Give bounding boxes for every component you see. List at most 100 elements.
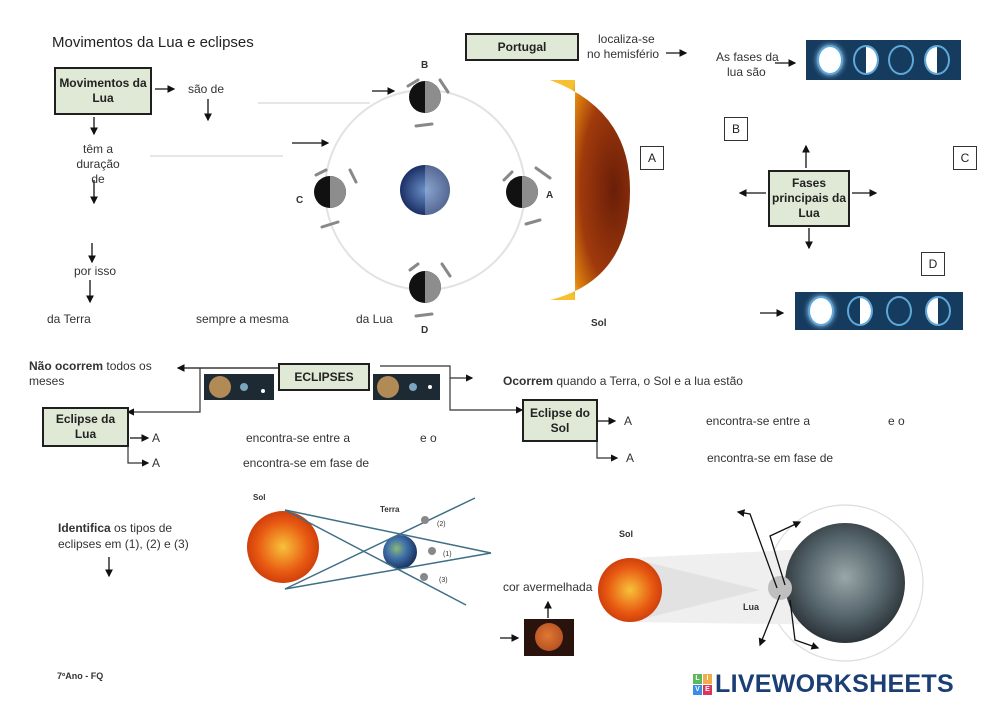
lunar-eclipse-diagram [247, 497, 492, 606]
orbit-label-b: B [421, 60, 429, 71]
localiza-text: localiza-se [598, 32, 655, 46]
sun-icon [377, 376, 399, 398]
identifica-rest: os tipos de [110, 521, 173, 535]
lua-row2-a: A [152, 456, 161, 470]
eclipse-da-lua-box: Eclipse da Lua [42, 407, 129, 447]
answer-box-a[interactable]: A [640, 146, 664, 170]
eclipse-thumbnail-left [204, 374, 274, 400]
fases-text-2: lua são [727, 65, 766, 79]
solar-eclipse-diagram [598, 504, 924, 662]
logo-letter: E [703, 685, 712, 695]
terra-label: Terra [380, 505, 400, 514]
lua-row2-mid: encontra-se em fase de [243, 456, 370, 470]
logo-letter: L [693, 674, 702, 684]
earth-icon [409, 383, 417, 391]
sun-half-icon [550, 80, 630, 300]
answer-box-d[interactable]: D [921, 252, 945, 276]
class-label: 7ºAno - FQ [57, 671, 104, 681]
moon-icon-2 [421, 516, 429, 524]
orbit-label-c: C [296, 195, 304, 206]
logo-letter: I [703, 674, 712, 684]
identifica-bold: Identifica [58, 521, 111, 535]
nao-ocorrem-rest: todos os [103, 359, 152, 373]
full-moon-icon [816, 45, 843, 75]
lua-row1-a: A [152, 431, 161, 445]
label-2: (2) [437, 521, 446, 528]
eclipses-box: ECLIPSES [278, 363, 370, 391]
sao-de-text: são de [188, 82, 225, 96]
sol-label-solar: Sol [619, 529, 634, 539]
hemisferio-text: no hemisfério [587, 47, 660, 61]
duracao-text: têm a duração de [76, 142, 120, 186]
page-title: Movimentos da Lua e eclipses [52, 34, 254, 51]
moon-icon-1 [428, 547, 436, 555]
answer-box-c[interactable]: C [953, 146, 977, 170]
fases-principais-box: Fases principais da Lua [768, 170, 850, 227]
label-1: (1) [443, 551, 452, 558]
earth-icon [240, 383, 248, 391]
por-isso-text: por isso [74, 264, 117, 278]
logo-letter: V [693, 685, 702, 695]
ocorrem-rest: quando a Terra, o Sol e a lua estão [553, 374, 743, 388]
earth-icon [785, 523, 905, 643]
ocorrem-bold: Ocorrem [503, 374, 554, 388]
liveworksheets-logo: L I V E LIVEWORKSHEETS [693, 670, 954, 699]
moon-d-icon [409, 271, 441, 303]
sun-label: Sol [591, 318, 607, 329]
lua-label-solar: Lua [743, 602, 760, 612]
moon-icon [428, 385, 432, 389]
sol-row2-mid: encontra-se em fase de [707, 451, 834, 465]
sol-row1-end: e o [888, 414, 905, 428]
nao-ocorrem-bold: Não ocorrem [29, 359, 104, 373]
red-moon-icon [535, 623, 563, 651]
identifica-text: Identifica os tipos de [58, 521, 172, 536]
fases-text-1: As fases da [716, 50, 779, 64]
eclipse-do-sol-box: Eclipse do Sol [522, 399, 598, 442]
label-3: (3) [439, 577, 448, 584]
sun-icon [247, 511, 319, 583]
earth-icon [383, 535, 417, 569]
new-moon-icon [885, 296, 912, 326]
sempre-a-mesma-text: sempre a mesma [196, 312, 289, 326]
moon-icon [261, 389, 265, 393]
last-quarter-icon [924, 296, 951, 326]
moon-phases-strip-bottom [795, 292, 963, 330]
moon-b-icon [409, 81, 441, 113]
nao-ocorrem-text: Não ocorrem todos os [29, 359, 152, 374]
eclipse-thumbnail-right [373, 374, 440, 400]
full-moon-icon [807, 296, 834, 326]
moon-phases-strip-top [806, 40, 961, 80]
brand-text: LIVEWORKSHEETS [715, 670, 954, 698]
ocorrem-text: Ocorrem quando a Terra, o Sol e a lua es… [503, 374, 743, 389]
earth-icon [400, 165, 450, 215]
sun-icon [598, 558, 662, 622]
sol-row1-a: A [624, 414, 633, 428]
sol-row1-mid: encontra-se entre a [706, 414, 811, 428]
portugal-box: Portugal [465, 33, 579, 61]
first-quarter-icon [852, 45, 879, 75]
da-terra-text: da Terra [47, 312, 91, 326]
cor-avermelhada-text: cor avermelhada [503, 580, 593, 594]
moon-a-icon [506, 176, 538, 208]
blood-moon-image [524, 619, 574, 656]
moon-c-icon [314, 176, 346, 208]
moon-orbit-diagram [314, 78, 630, 318]
lua-row1-end: e o [420, 431, 437, 445]
orbit-label-a: A [546, 190, 554, 201]
identifica-line2: eclipses em (1), (2) e (3) [58, 537, 189, 551]
logo-icon: L I V E [693, 674, 712, 695]
moon-icon [768, 576, 792, 600]
da-lua-text: da Lua [356, 312, 393, 326]
sun-icon [209, 376, 231, 398]
moon-icon-3 [420, 573, 428, 581]
last-quarter-icon [924, 45, 951, 75]
first-quarter-icon [846, 296, 873, 326]
answer-box-b[interactable]: B [724, 117, 748, 141]
lua-row1-mid: encontra-se entre a [246, 431, 351, 445]
meses-text: meses [29, 374, 65, 388]
new-moon-icon [888, 45, 915, 75]
sol-row2-a: A [626, 451, 635, 465]
orbit-label-d: D [421, 325, 429, 336]
sol-label-lunar: Sol [253, 493, 266, 502]
